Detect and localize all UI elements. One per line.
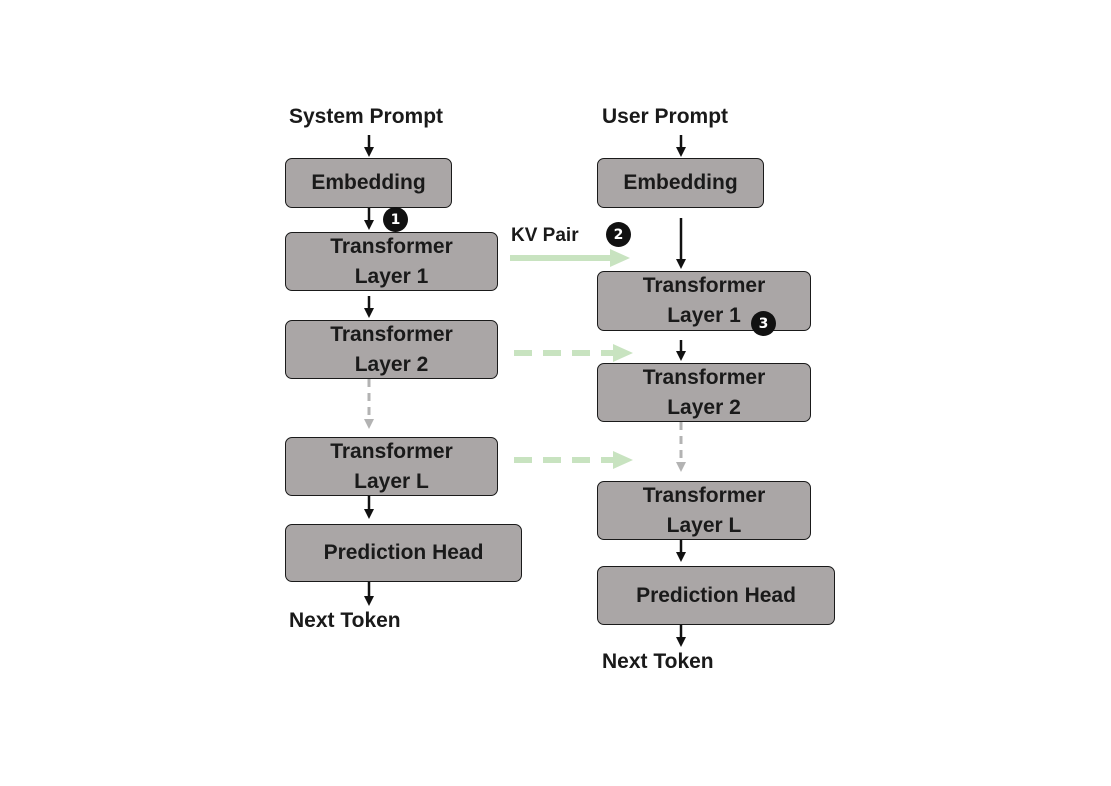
embedding-label-left: Embedding xyxy=(311,171,426,194)
transformer-layerL-box-right: Transformer Layer L xyxy=(597,481,811,540)
layerL-title-right: Transformer xyxy=(642,483,766,507)
kv-pair-label: KV Pair xyxy=(511,225,579,246)
system-prompt-label: System Prompt xyxy=(289,105,444,128)
layer1-sub-left: Layer 1 xyxy=(354,264,429,288)
embedding-box-right: Embedding xyxy=(597,158,764,208)
layerL-sub-right: Layer L xyxy=(666,513,742,537)
layer1-title-right: Transformer xyxy=(642,274,766,297)
transformer-layer1-box-right: Transformer Layer 1 xyxy=(597,271,811,331)
layer2-sub-left: Layer 2 xyxy=(354,352,429,376)
embedding-label-right: Embedding xyxy=(623,171,738,194)
layer1-title-left: Transformer xyxy=(330,234,453,258)
transformer-layer2-box-left: Transformer Layer 2 xyxy=(285,320,498,379)
layer2-title-left: Transformer xyxy=(330,322,453,346)
embedding-box-left: Embedding xyxy=(285,158,452,208)
prediction-head-label-right: Prediction Head xyxy=(636,583,796,607)
transformer-layer2-box-right: Transformer Layer 2 xyxy=(597,363,811,422)
transformer-layer1-box-left: Transformer Layer 1 xyxy=(285,232,498,291)
next-token-label-left: Next Token xyxy=(289,609,401,632)
prediction-head-box-right: Prediction Head xyxy=(597,566,835,625)
prediction-head-label-left: Prediction Head xyxy=(323,541,484,564)
layer2-title-right: Transformer xyxy=(642,365,766,389)
layer2-sub-right: Layer 2 xyxy=(667,395,741,419)
prediction-head-box-left: Prediction Head xyxy=(285,524,522,582)
transformer-layerL-box-left: Transformer Layer L xyxy=(285,437,498,496)
step-badge-2: 2 xyxy=(606,222,631,247)
step-badge-1: 1 xyxy=(383,207,408,232)
user-prompt-label: User Prompt xyxy=(602,105,729,128)
layer1-sub-right: Layer 1 xyxy=(667,304,741,327)
step-badge-3: 3 xyxy=(751,311,776,336)
layerL-title-left: Transformer xyxy=(330,439,453,463)
layerL-sub-left: Layer L xyxy=(354,469,429,493)
next-token-label-right: Next Token xyxy=(602,650,714,673)
